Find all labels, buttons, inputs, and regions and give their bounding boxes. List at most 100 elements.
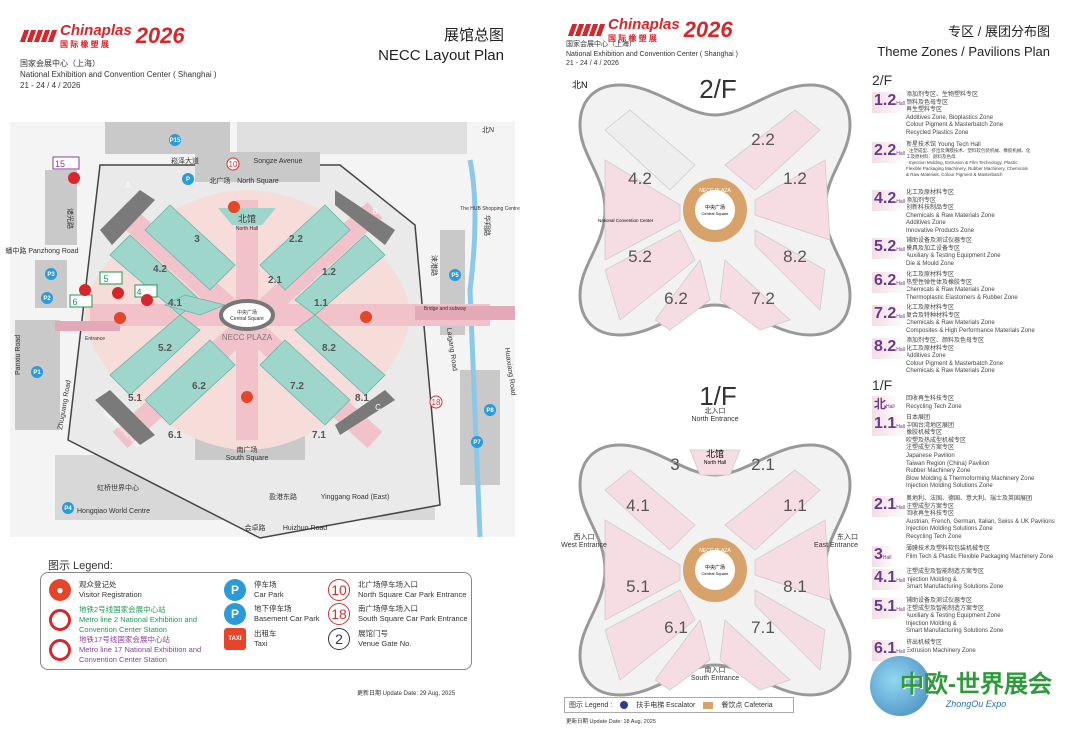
left-places-north-hall-cn: 北馆 <box>238 213 256 224</box>
left-halls-7: 5.2 <box>158 343 172 354</box>
right-zones1-3-lines-1: Film Tech & Plastic Flexible Packaging M… <box>906 553 1054 560</box>
right-floor2: 2/F <box>872 72 893 88</box>
left-halls-3: 2.2 <box>289 234 303 245</box>
left-title-en: NECC Layout Plan <box>378 47 504 64</box>
left-places-central-cn: 中央广场 <box>237 309 257 316</box>
right-escalator: 扶手电梯 Escalator <box>636 702 696 709</box>
left-exits-2: 4 <box>136 287 141 297</box>
left-legend-7-cn: 南广场停车场入口 <box>358 604 418 613</box>
necc-layout-map[interactable]: 34.24.1 2.21.22.11.1 5.26.25.16.1 8.27.2… <box>0 110 520 540</box>
zhongou-expo-watermark: 中欧-世界展会 ZhongOu Expo <box>870 650 1070 730</box>
left-gates-1: 18 <box>432 398 441 407</box>
left-parks-2: P3 <box>47 272 55 278</box>
left-exits-0: 15 <box>55 159 65 169</box>
right-plaza: NECC PLAZA <box>699 548 731 554</box>
visitor-registration-icon: ● <box>49 579 71 601</box>
left-roads-yinggang-en: Yinggang Road (East) <box>321 494 390 501</box>
right-zones1-0-lines-0: 回收再生科技专区 <box>906 396 955 402</box>
office-c <box>335 390 395 435</box>
left-places-north-sq-cn: 北广场 <box>210 176 231 185</box>
right-central-cn: 中央广场 <box>705 564 725 571</box>
bridge <box>415 306 515 320</box>
left-north: 北N <box>482 126 494 134</box>
metro-icon <box>49 639 71 661</box>
left-venue-en: National Exhibition and Convention Cente… <box>20 70 217 79</box>
basement-car-park-icon: P <box>224 603 246 625</box>
left-roads-huizhuo-cn: 会卓路 <box>245 523 266 532</box>
right-zones1-5-lines-2: Auxiliary & Testing Equipment Zone <box>906 613 1001 620</box>
metro-icon <box>49 609 71 631</box>
right-zones1-3-lines-0: 薄膜技术及塑料软包装机械专区 <box>906 546 991 552</box>
left-legend-0-en: Visitor Registration <box>79 590 142 599</box>
right-zones2-6-lines-0: 添加剂专区、颜料及色母专区 <box>906 338 985 344</box>
right-zones1-1-num: 1.1 <box>874 415 897 432</box>
right-zones2-5-lines-0: 化工及原材料专区 <box>906 305 955 311</box>
car-park-icon: P <box>224 579 246 601</box>
left-legend-5-cn: 出租车 <box>254 629 277 638</box>
right-zones1-1-lines-7: Rubber Machinery Zone <box>906 468 971 475</box>
left-venue-cn: 国家会展中心（上海） <box>20 59 100 68</box>
left-legend-7-en: South Square Car Park Entrance <box>358 614 468 623</box>
right-halls2-5: 8.2 <box>783 247 807 266</box>
right-zones2-2-lines-3: Chemicals & Raw Materials Zone <box>906 212 995 219</box>
left-halls-4: 1.2 <box>322 267 336 278</box>
left-halls-10: 6.1 <box>168 430 182 441</box>
right-zones2-1-lines-1: • 注塑成型、挤出及薄膜技术、塑料软包装机械、橡胶机械、化工及原材料、颜料及色母 <box>906 148 1031 159</box>
right-zones2-5-num: 7.2 <box>874 305 897 322</box>
left-halls-14: 7.1 <box>312 430 326 441</box>
car-parks: P15 P P3 P2 P1 P5 P8 P7 P4 <box>31 134 496 514</box>
right-north-entrance-cn: 北入口 <box>705 407 726 415</box>
left-roads-zhuguang-cn: 诸光路 <box>66 208 75 229</box>
right-zones1-5-lines-1: 注塑成型及智能制造方案专区 <box>906 605 985 612</box>
office-a <box>100 190 155 245</box>
left-roads-panzhong: 蟠中路 Panzhong Road <box>5 246 78 255</box>
right-zones2-3-lines-1: 模具及加工设备专区 <box>906 245 961 252</box>
left-places-entrance: Entrance <box>85 336 105 342</box>
left-parks-8: P4 <box>64 506 72 512</box>
left-legend-4-cn: 地下停车场 <box>254 604 292 613</box>
globe-icon <box>870 656 930 716</box>
right-venue-en: National Exhibition and Convention Cente… <box>566 50 738 58</box>
right-zones2-2-lines-2: 创新科技制品专区 <box>906 205 955 212</box>
right-title-en: Theme Zones / Pavilions Plan <box>877 44 1050 59</box>
left-legend-3-cn: 停车场 <box>254 580 277 589</box>
right-zones2-4-num: 6.2 <box>874 272 897 289</box>
right-zones2-6-lines-2: Additives Zone <box>906 353 946 360</box>
right-zones1-1-lines-3: 吹塑及热成型机械专区 <box>906 437 967 444</box>
left-halls-8: 6.2 <box>192 381 206 392</box>
left-halls-11: 8.2 <box>322 343 336 354</box>
right-zones2-3-lines-0: 辅助设备及测试仪器专区 <box>906 238 973 244</box>
legend-title: 图示 Legend: <box>48 560 113 572</box>
right-zones1-2-lines-4: Injection Molding Solutions Zone <box>906 526 993 533</box>
right-zones2-6-lines-4: Chemicals & Raw Materials Zone <box>906 368 995 375</box>
right-zones1-0-num: 北 <box>874 397 887 411</box>
right-zones1-2-lines-5: Recycling Tech Zone <box>906 533 962 540</box>
right-zones2-5-lines-1: 复合及特种材料专区 <box>906 312 961 319</box>
left-legend-0-cn: 观众登记处 <box>79 580 117 589</box>
left-roads-songze-cn: 崧泽大道 <box>171 156 199 165</box>
right-halls2-4: 6.2 <box>664 289 688 308</box>
right-zones2-1-lines-2: • Injection Molding, Extrusion & Film Te… <box>906 160 1028 177</box>
right-zones1-1-lines-6: Taiwan Region (China) Pavilion <box>906 460 990 467</box>
right-zones1-6-num: 6.1 <box>874 640 897 657</box>
left-legend-4-en: Basement Car Park <box>254 614 320 623</box>
right-zones1-2-lines-2: 回收再生科技专区 <box>906 511 955 518</box>
right-zones2-1-lines-0: 新星技术馆 Young Tech Hall <box>906 142 981 148</box>
right-zones2-0-lines-4: Colour Pigment & Masterbatch Zone <box>906 122 1004 129</box>
left-roads-panxiu: Panxiu Road <box>15 335 22 375</box>
right-zones1-5-lines-4: Smart Manufacturing Solutions Zone <box>906 628 1004 635</box>
right-plaza: NECC PLAZA <box>699 188 731 194</box>
left-halls-2: 4.1 <box>168 298 182 309</box>
right-zones1-1-lines-4: 注塑成型方案专区 <box>906 445 955 452</box>
right-zones2-1-num: 2.2 <box>874 142 897 159</box>
left-places-office-a: A <box>125 181 131 190</box>
left-roads-laigang-cn: 涞港路 <box>430 255 439 276</box>
left-legend-2-cn: 地铁17号线国家会展中心站 <box>79 635 170 644</box>
right-zones2-2-lines-5: Innovative Products Zone <box>906 227 975 234</box>
right-zones1-2-lines-0: 奥地利、法国、德国、意大利、瑞士及英国展团 <box>906 496 1033 502</box>
left-places-plaza: NECC PLAZA <box>222 333 273 342</box>
left-places-office-b: B <box>372 207 377 216</box>
left-legend-6-cn: 北广场停车场入口 <box>358 580 418 589</box>
right-zones2-0-num: 1.2 <box>874 92 897 109</box>
